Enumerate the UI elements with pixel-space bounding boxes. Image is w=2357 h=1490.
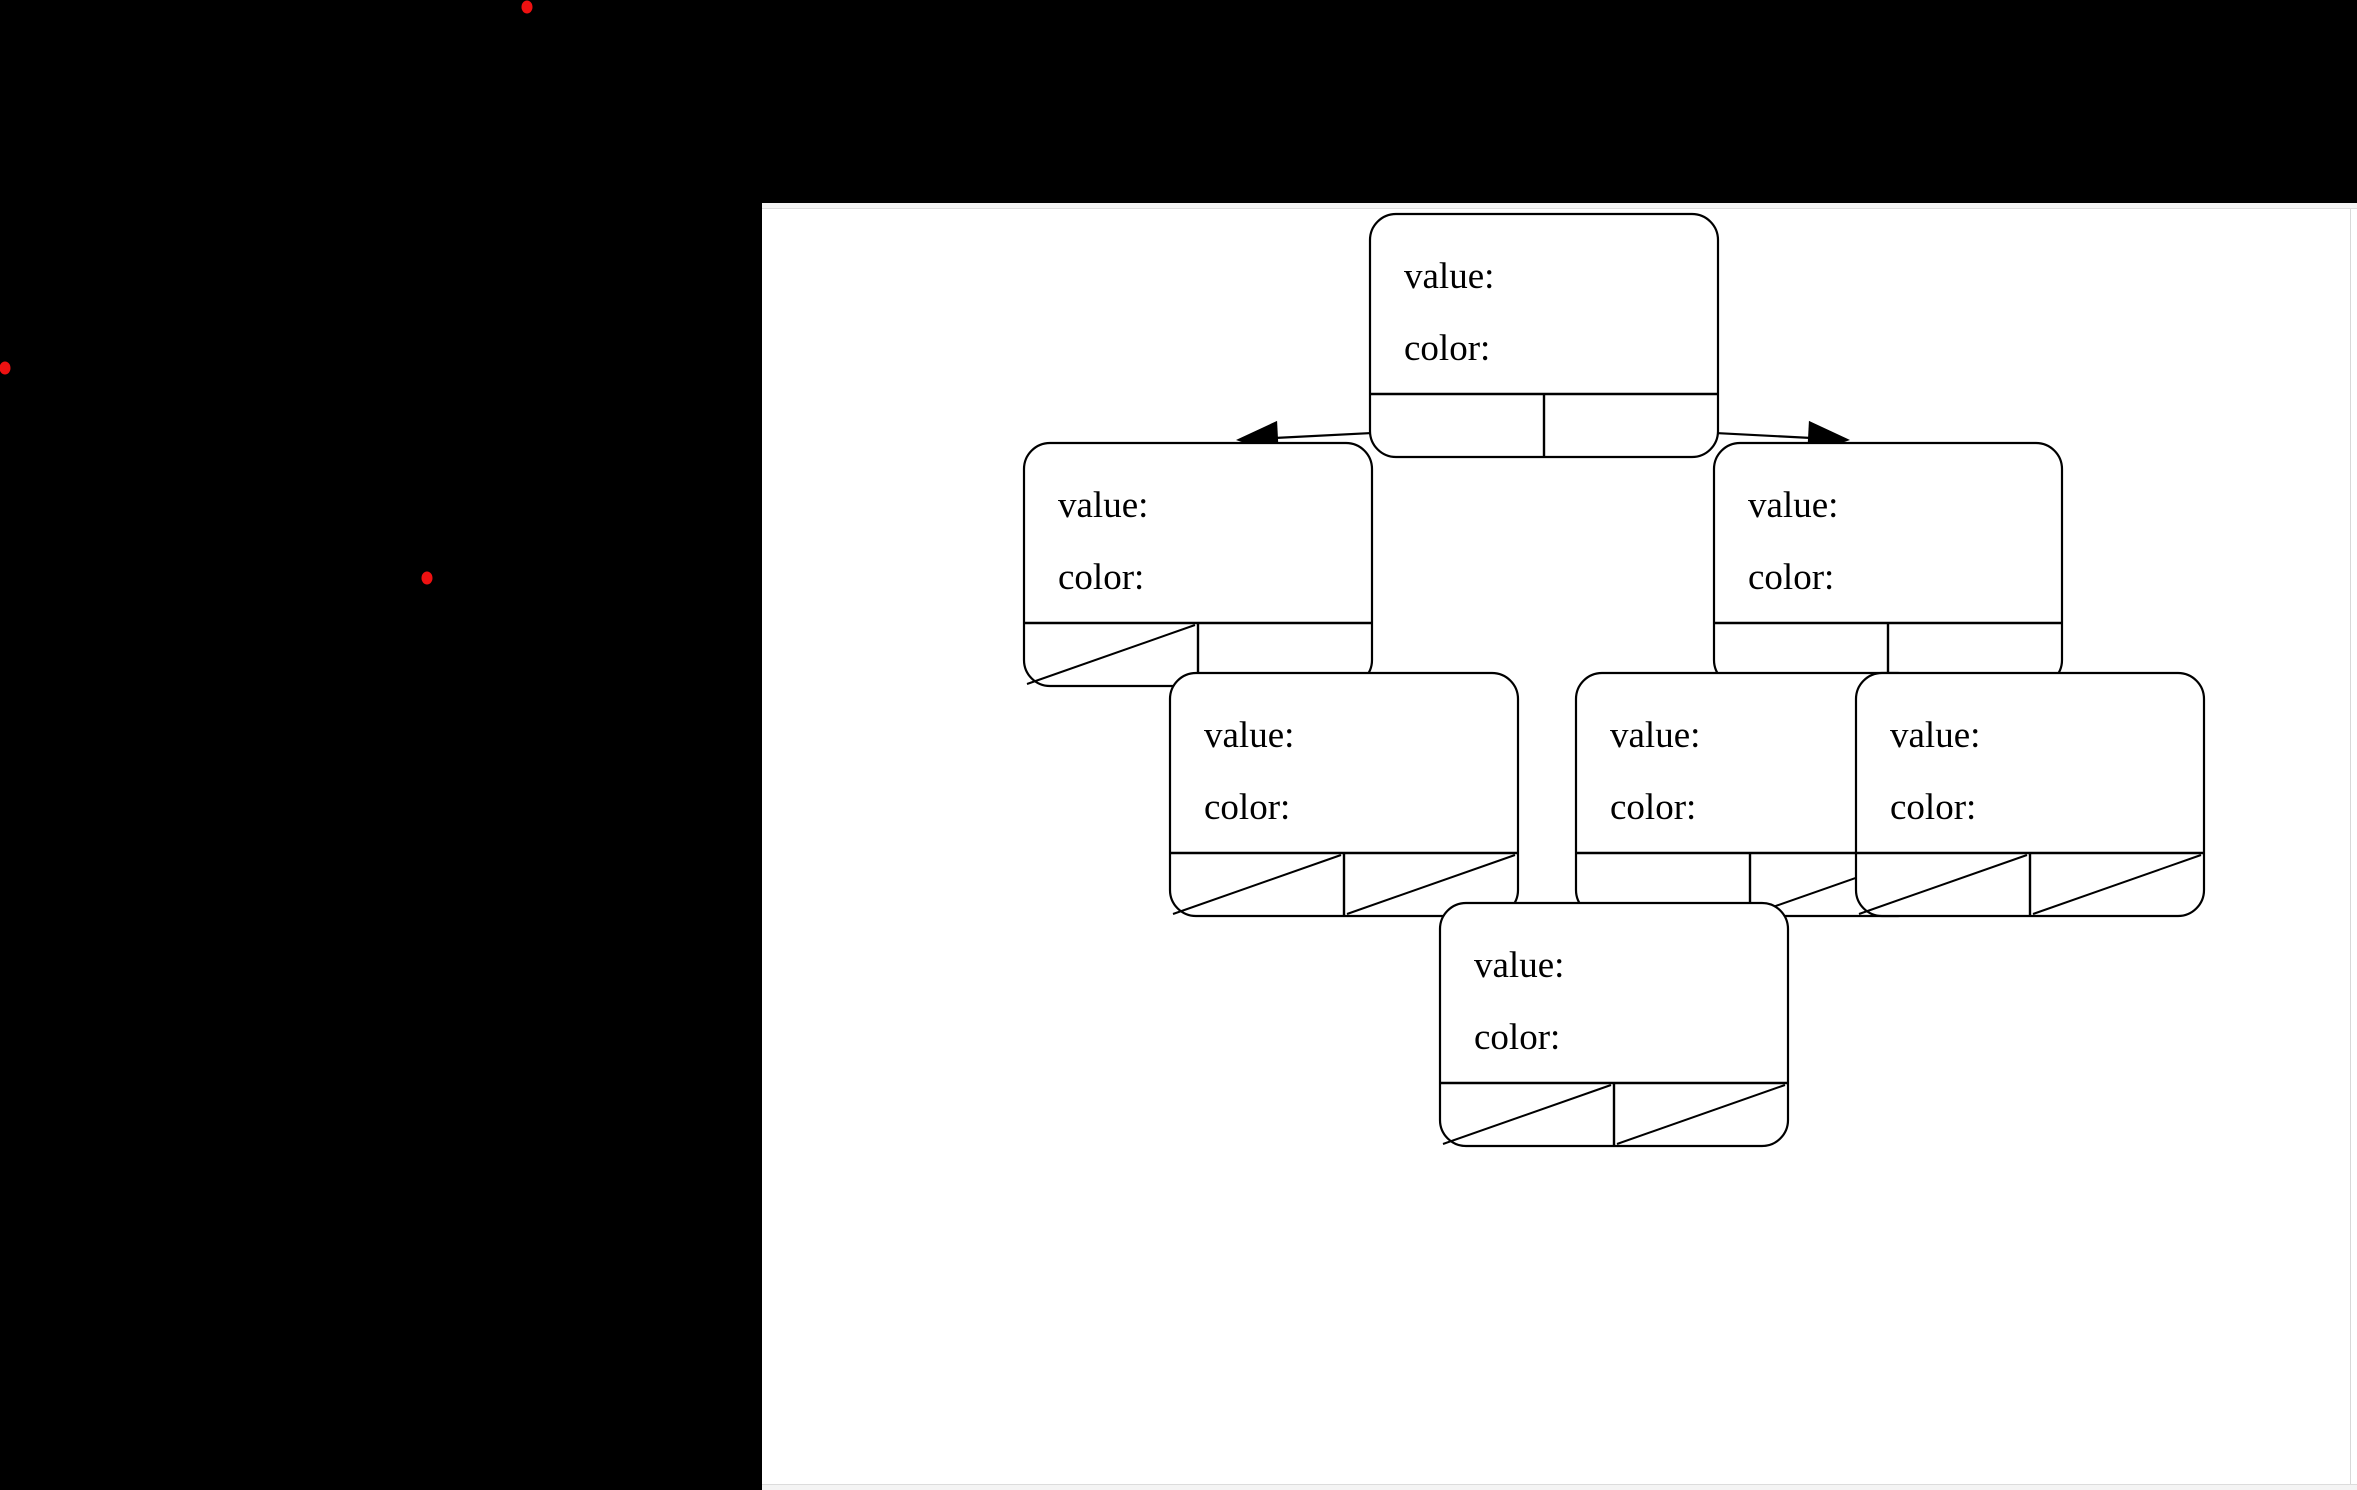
marker-dot-1: [521, 0, 533, 14]
null-pointer-right-icon: [1616, 1084, 1786, 1145]
node-value-label: value:: [1404, 256, 1494, 297]
node-value-label: value:: [1474, 945, 1564, 986]
node-color-label: color:: [1890, 787, 1976, 828]
node-color-label: color:: [1474, 1017, 1560, 1058]
tree-node-right[interactable]: value: color:: [1712, 441, 2064, 688]
binary-tree-diagram: value:color:value:color:value:color:valu…: [1022, 212, 2206, 1148]
marker-dot-3: [421, 571, 433, 585]
node-color-label: color:: [1058, 557, 1144, 598]
tree-node-deep[interactable]: value: color:: [1438, 901, 1790, 1148]
diagram-viewport[interactable]: value:color:value:color:value:color:valu…: [762, 203, 2357, 1490]
node-color-label: color:: [1748, 557, 1834, 598]
node-color-label: color:: [1204, 787, 1290, 828]
null-pointer-left-icon: [1172, 854, 1342, 915]
null-pointer-left-icon: [1442, 1084, 1612, 1145]
node-layer: value:color:value:color:value:color:valu…: [1022, 212, 2206, 1148]
panel-bottom-chrome: [762, 1484, 2357, 1490]
vertical-scrollbar[interactable]: [2350, 209, 2357, 1484]
marker-dot-2: [0, 361, 11, 375]
tree-node-root[interactable]: value: color:: [1368, 212, 1720, 459]
null-pointer-right-icon: [2032, 854, 2202, 915]
null-pointer-left-icon: [1858, 854, 2028, 915]
node-value-label: value:: [1748, 485, 1838, 526]
node-color-label: color:: [1610, 787, 1696, 828]
node-value-label: value:: [1610, 715, 1700, 756]
tree-node-right-left[interactable]: value: color:: [1574, 671, 1926, 918]
tree-node-left-right[interactable]: value: color:: [1168, 671, 1520, 918]
null-pointer-left-icon: [1026, 624, 1196, 685]
tree-node-left[interactable]: value: color:: [1022, 441, 1374, 688]
node-color-label: color:: [1404, 328, 1490, 369]
node-value-label: value:: [1058, 485, 1148, 526]
null-pointer-right-icon: [1346, 854, 1516, 915]
node-value-label: value:: [1204, 715, 1294, 756]
node-value-label: value:: [1890, 715, 1980, 756]
panel-top-chrome: [762, 203, 2357, 209]
tree-node-right-right[interactable]: value: color:: [1854, 671, 2206, 918]
